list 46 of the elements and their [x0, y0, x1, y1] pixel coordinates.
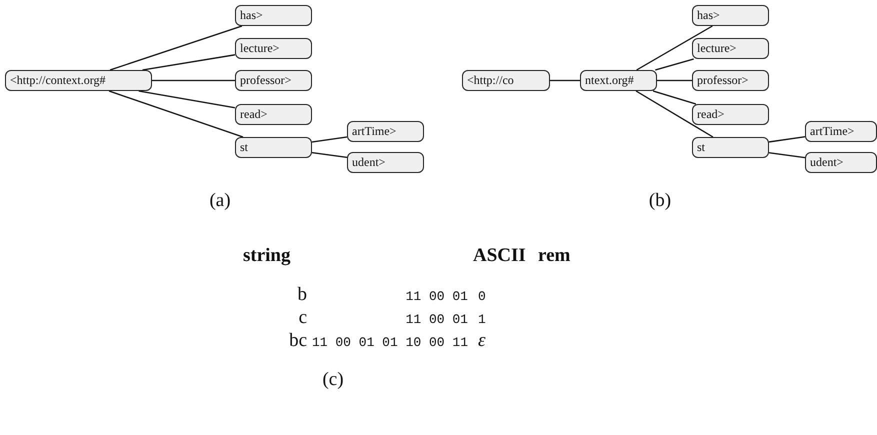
connector-line — [550, 80, 580, 82]
table-cell-text: 11 00 01 — [406, 288, 468, 306]
table-cell-text: 11 00 01 01 10 00 11 — [312, 334, 468, 352]
subfigure-label: (b) — [648, 190, 672, 212]
table-cell-text: 0 — [478, 288, 486, 306]
tree-node: lecture> — [235, 38, 312, 59]
tree-node: ntext.org# — [580, 70, 657, 91]
tree-node: lecture> — [692, 38, 769, 59]
connector-line — [652, 90, 696, 105]
connector-line — [312, 136, 348, 143]
table-cell: b — [298, 284, 307, 306]
connector-line — [768, 136, 806, 143]
tree-node: udent> — [805, 152, 877, 173]
tree-node: <http://context.org# — [5, 70, 152, 91]
tree-node: read> — [235, 104, 312, 125]
column-header: ASCII — [473, 245, 526, 267]
subfigure-label: (c) — [322, 369, 344, 391]
connector-line — [655, 58, 694, 71]
connector-line — [110, 25, 242, 71]
subfigure-label: (a) — [209, 190, 231, 212]
connector-line — [312, 152, 348, 158]
tree-node: professor> — [235, 70, 312, 91]
connector-line — [138, 90, 236, 108]
column-header: string — [243, 245, 290, 267]
column-header: rem — [538, 245, 570, 267]
table-cell: c — [298, 307, 307, 329]
connector-line — [636, 25, 713, 71]
connector-line — [657, 80, 692, 82]
tree-node: st — [692, 137, 769, 158]
tree-node: has> — [235, 5, 312, 26]
table-cell-text: 1 — [478, 311, 486, 329]
tree-node: <http://co — [462, 70, 550, 91]
tree-node: artTime> — [805, 121, 877, 142]
tree-node: artTime> — [347, 121, 424, 142]
tree-node: professor> — [692, 70, 769, 91]
table-cell-text: 11 00 01 — [406, 311, 468, 329]
table-cell: ε — [478, 330, 486, 352]
tree-node: st — [235, 137, 312, 158]
connector-line — [152, 80, 235, 82]
tree-node: has> — [692, 5, 769, 26]
connector-line — [142, 54, 236, 71]
tree-node: read> — [692, 104, 769, 125]
tree-node: udent> — [347, 152, 424, 173]
connector-line — [108, 90, 244, 138]
table-cell: bc — [289, 330, 307, 352]
connector-line — [636, 90, 714, 138]
